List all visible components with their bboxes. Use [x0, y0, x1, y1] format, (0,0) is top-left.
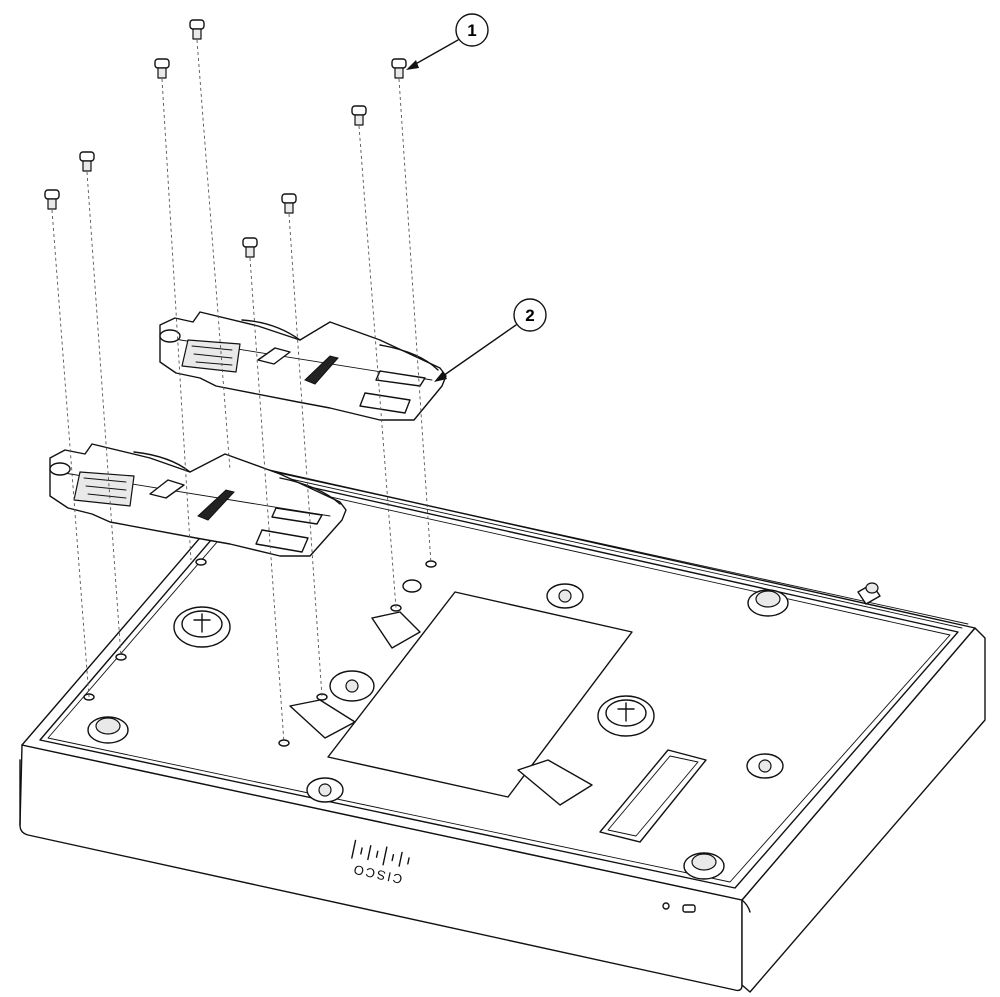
antenna-connector: [857, 582, 881, 605]
callout-2-label: 2: [525, 306, 534, 325]
keyhole-bosses: [173, 606, 655, 737]
screw-3: [391, 58, 407, 79]
front-indicators: [662, 902, 696, 913]
callout-1-label: 1: [467, 21, 476, 40]
callout-2: 2: [434, 298, 547, 382]
screw-7: [281, 193, 297, 214]
screw-5: [79, 151, 95, 172]
screw-8: [242, 237, 258, 258]
chassis-screws: [306, 583, 784, 803]
screw-4: [351, 105, 367, 126]
rubber-feet: [87, 589, 789, 880]
screw-1: [189, 19, 205, 40]
screw-2: [154, 58, 170, 79]
label-plate: [327, 591, 633, 798]
recess-pockets: [289, 611, 707, 843]
screws: [44, 19, 407, 258]
callout-1: 1: [406, 13, 489, 70]
din-rail-bracket-upper: [159, 311, 447, 421]
screw-6: [44, 189, 60, 210]
din-rail-bracket-lower: [49, 443, 347, 557]
alignment-guides: [51, 39, 432, 744]
